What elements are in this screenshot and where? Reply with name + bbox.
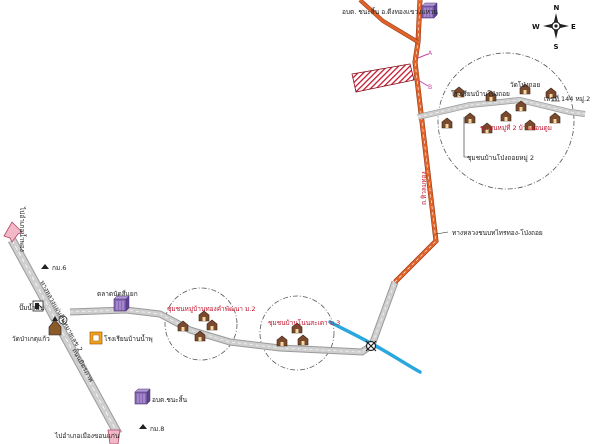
km-marker-upper-icon	[41, 264, 49, 269]
left-temple-label: วัดป่าเกตุแก้ว	[12, 335, 50, 343]
market-building	[113, 295, 130, 312]
village-mid-label: ชุมชนหมู่บ้านทองคำพัฒนา ม.2	[167, 305, 256, 313]
road-orange-leader	[435, 231, 449, 235]
svg-text:N: N	[554, 4, 560, 12]
orange-road	[358, 0, 439, 284]
svg-text:A: A	[428, 50, 433, 57]
info-marker-icon	[58, 315, 68, 325]
road-vertical-label: ถ.ทิวลมทอง	[420, 171, 428, 205]
svg-text:E: E	[571, 23, 576, 31]
km-upper-label: กม.6	[52, 264, 66, 272]
bridge-icon	[365, 340, 377, 352]
svg-text:B: B	[428, 84, 432, 91]
village-mid-circle	[164, 287, 238, 361]
compass-icon: N S E W	[532, 4, 576, 51]
village-top-road	[417, 96, 586, 120]
gas-station-icon	[32, 300, 44, 312]
to-south-label: ไปอำเภอเมืองขอนแก่น	[54, 432, 120, 440]
marker-b: B	[417, 79, 432, 91]
marker-a: A	[417, 50, 433, 59]
gas-station-label: ปั๊มน้ำมัน	[19, 303, 45, 312]
top-office-label: อบต. ชนะสิ้น อ.ดีงทองแขวงแหวน	[342, 7, 439, 16]
school-left-icon	[89, 331, 103, 345]
left-office-building	[134, 388, 151, 405]
south-arrow-pink	[107, 429, 121, 444]
school-top-label: โรงเรียนบ้านโป่งถอย	[451, 90, 510, 98]
km-marker-lower-icon	[139, 424, 147, 429]
svg-text:S: S	[554, 43, 559, 51]
left-office-label: อบต.ชนะสิ้น	[152, 395, 188, 404]
north-arrow-pink	[3, 221, 23, 243]
main-highway	[8, 237, 122, 437]
to-north-label: ไปอำเภอน้ำพอง	[18, 206, 27, 252]
school-left-label: โรงเรียนบ้านน้ำพุ	[104, 334, 153, 343]
village-right-label: ชุมชนบ้านโนนสะเดา ม.3	[268, 319, 340, 327]
svg-text:W: W	[532, 23, 540, 31]
village-right-circle	[259, 295, 335, 371]
market-label: ตลาดนัดสี่แยก	[97, 289, 138, 298]
hatched-site	[351, 63, 415, 93]
village-top-circle	[437, 52, 575, 190]
road-orange-label: ทางหลวงชนบทไทรทอง-โป่งถอย	[452, 229, 543, 237]
community-hall-label: ชุมชนบ้านโป่งถอยหมู่ 2	[467, 154, 534, 162]
temple-left-icon	[48, 316, 62, 336]
km-lower-label: กม.8	[150, 425, 164, 433]
house-number-label: เลขที่ 144 หมู่.2	[544, 94, 590, 103]
village-top-label: ชุมชนหมู่ที่ 2 บ้านดอนตูม	[480, 123, 552, 132]
temple-top-label: วัดโป่งถอย	[510, 81, 541, 89]
community-hall-leader	[463, 117, 470, 158]
